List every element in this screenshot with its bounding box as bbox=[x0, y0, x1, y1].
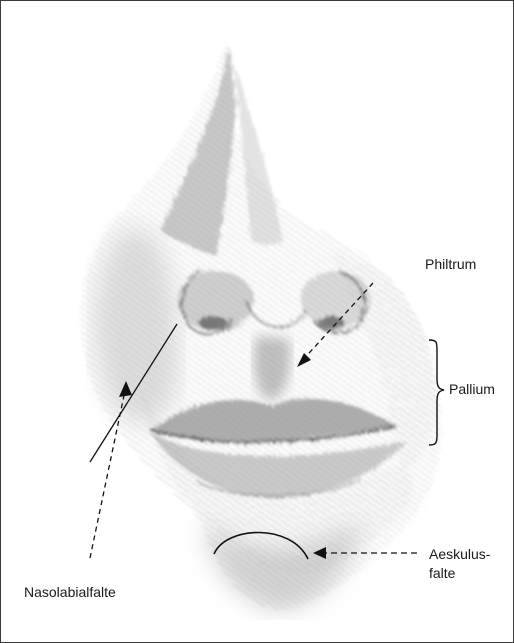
label-aeskulus-line2: falte bbox=[429, 565, 455, 582]
label-pallium: Pallium bbox=[449, 381, 495, 398]
label-philtrum: Philtrum bbox=[425, 256, 476, 273]
face-shading bbox=[80, 41, 441, 611]
label-nasolabialfalte: Nasolabialfalte bbox=[24, 584, 116, 601]
label-aeskulus-line1: Aeskulus- bbox=[429, 546, 490, 563]
